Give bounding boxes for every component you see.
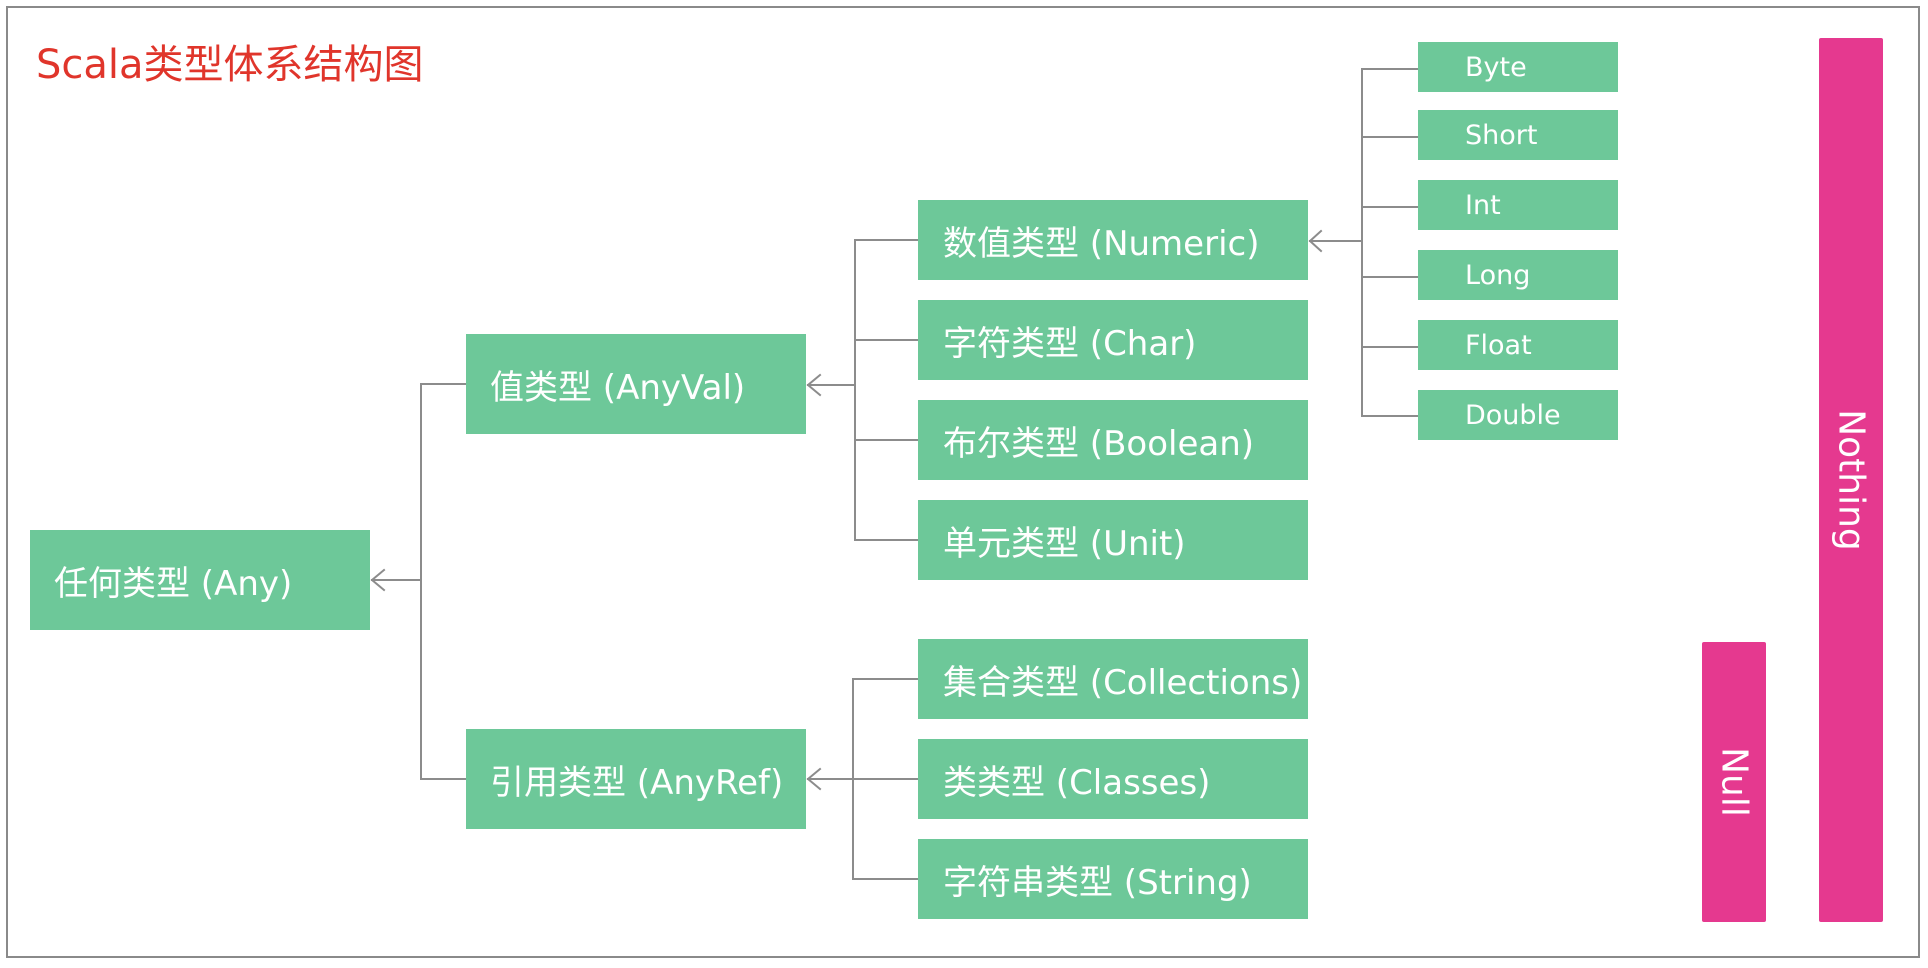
connector-any-to-anyref [420, 579, 467, 780]
node-classes: 类类型 (Classes) [918, 739, 1308, 819]
node-unit: 单元类型 (Unit) [918, 500, 1308, 580]
node-anyval: 值类型 (AnyVal) [466, 334, 806, 434]
node-short: Short [1418, 110, 1618, 160]
node-char-label: 字符类型 (Char) [943, 323, 1197, 364]
node-float: Float [1418, 320, 1618, 370]
node-long: Long [1418, 250, 1618, 300]
node-byte: Byte [1418, 42, 1618, 92]
node-numeric-label: 数值类型 (Numeric) [943, 223, 1260, 264]
node-numeric: 数值类型 (Numeric) [918, 200, 1308, 280]
connector-any-to-anyval [420, 383, 467, 581]
arrow-numeric [1308, 229, 1323, 253]
arrow-any [370, 568, 386, 592]
node-long-label: Long [1465, 259, 1531, 291]
node-collections: 集合类型 (Collections) [918, 639, 1308, 719]
diagram-title: Scala类型体系结构图 [36, 42, 424, 88]
node-collections-label: 集合类型 (Collections) [943, 662, 1303, 703]
node-string: 字符串类型 (String) [918, 839, 1308, 919]
null-bar: Null [1702, 642, 1766, 922]
node-any-label: 任何类型 (Any) [54, 563, 293, 604]
node-double: Double [1418, 390, 1618, 440]
nothing-label: Nothing [1830, 409, 1872, 551]
node-int-label: Int [1465, 189, 1501, 221]
null-label: Null [1713, 747, 1755, 817]
node-anyval-label: 值类型 (AnyVal) [490, 367, 746, 408]
node-byte-label: Byte [1465, 51, 1527, 83]
node-string-label: 字符串类型 (String) [943, 862, 1252, 903]
nothing-bar: Nothing [1819, 38, 1883, 922]
node-classes-label: 类类型 (Classes) [943, 762, 1211, 803]
node-short-label: Short [1465, 119, 1538, 151]
node-char: 字符类型 (Char) [918, 300, 1308, 380]
node-boolean-label: 布尔类型 (Boolean) [943, 423, 1255, 464]
node-boolean: 布尔类型 (Boolean) [918, 400, 1308, 480]
node-unit-label: 单元类型 (Unit) [943, 523, 1186, 564]
node-anyref-label: 引用类型 (AnyRef) [490, 762, 784, 803]
node-anyref: 引用类型 (AnyRef) [466, 729, 806, 829]
arrow-anyval [806, 373, 822, 397]
node-float-label: Float [1465, 329, 1532, 361]
arrow-anyref [806, 767, 822, 791]
node-any: 任何类型 (Any) [30, 530, 370, 630]
node-int: Int [1418, 180, 1618, 230]
node-double-label: Double [1465, 399, 1561, 431]
